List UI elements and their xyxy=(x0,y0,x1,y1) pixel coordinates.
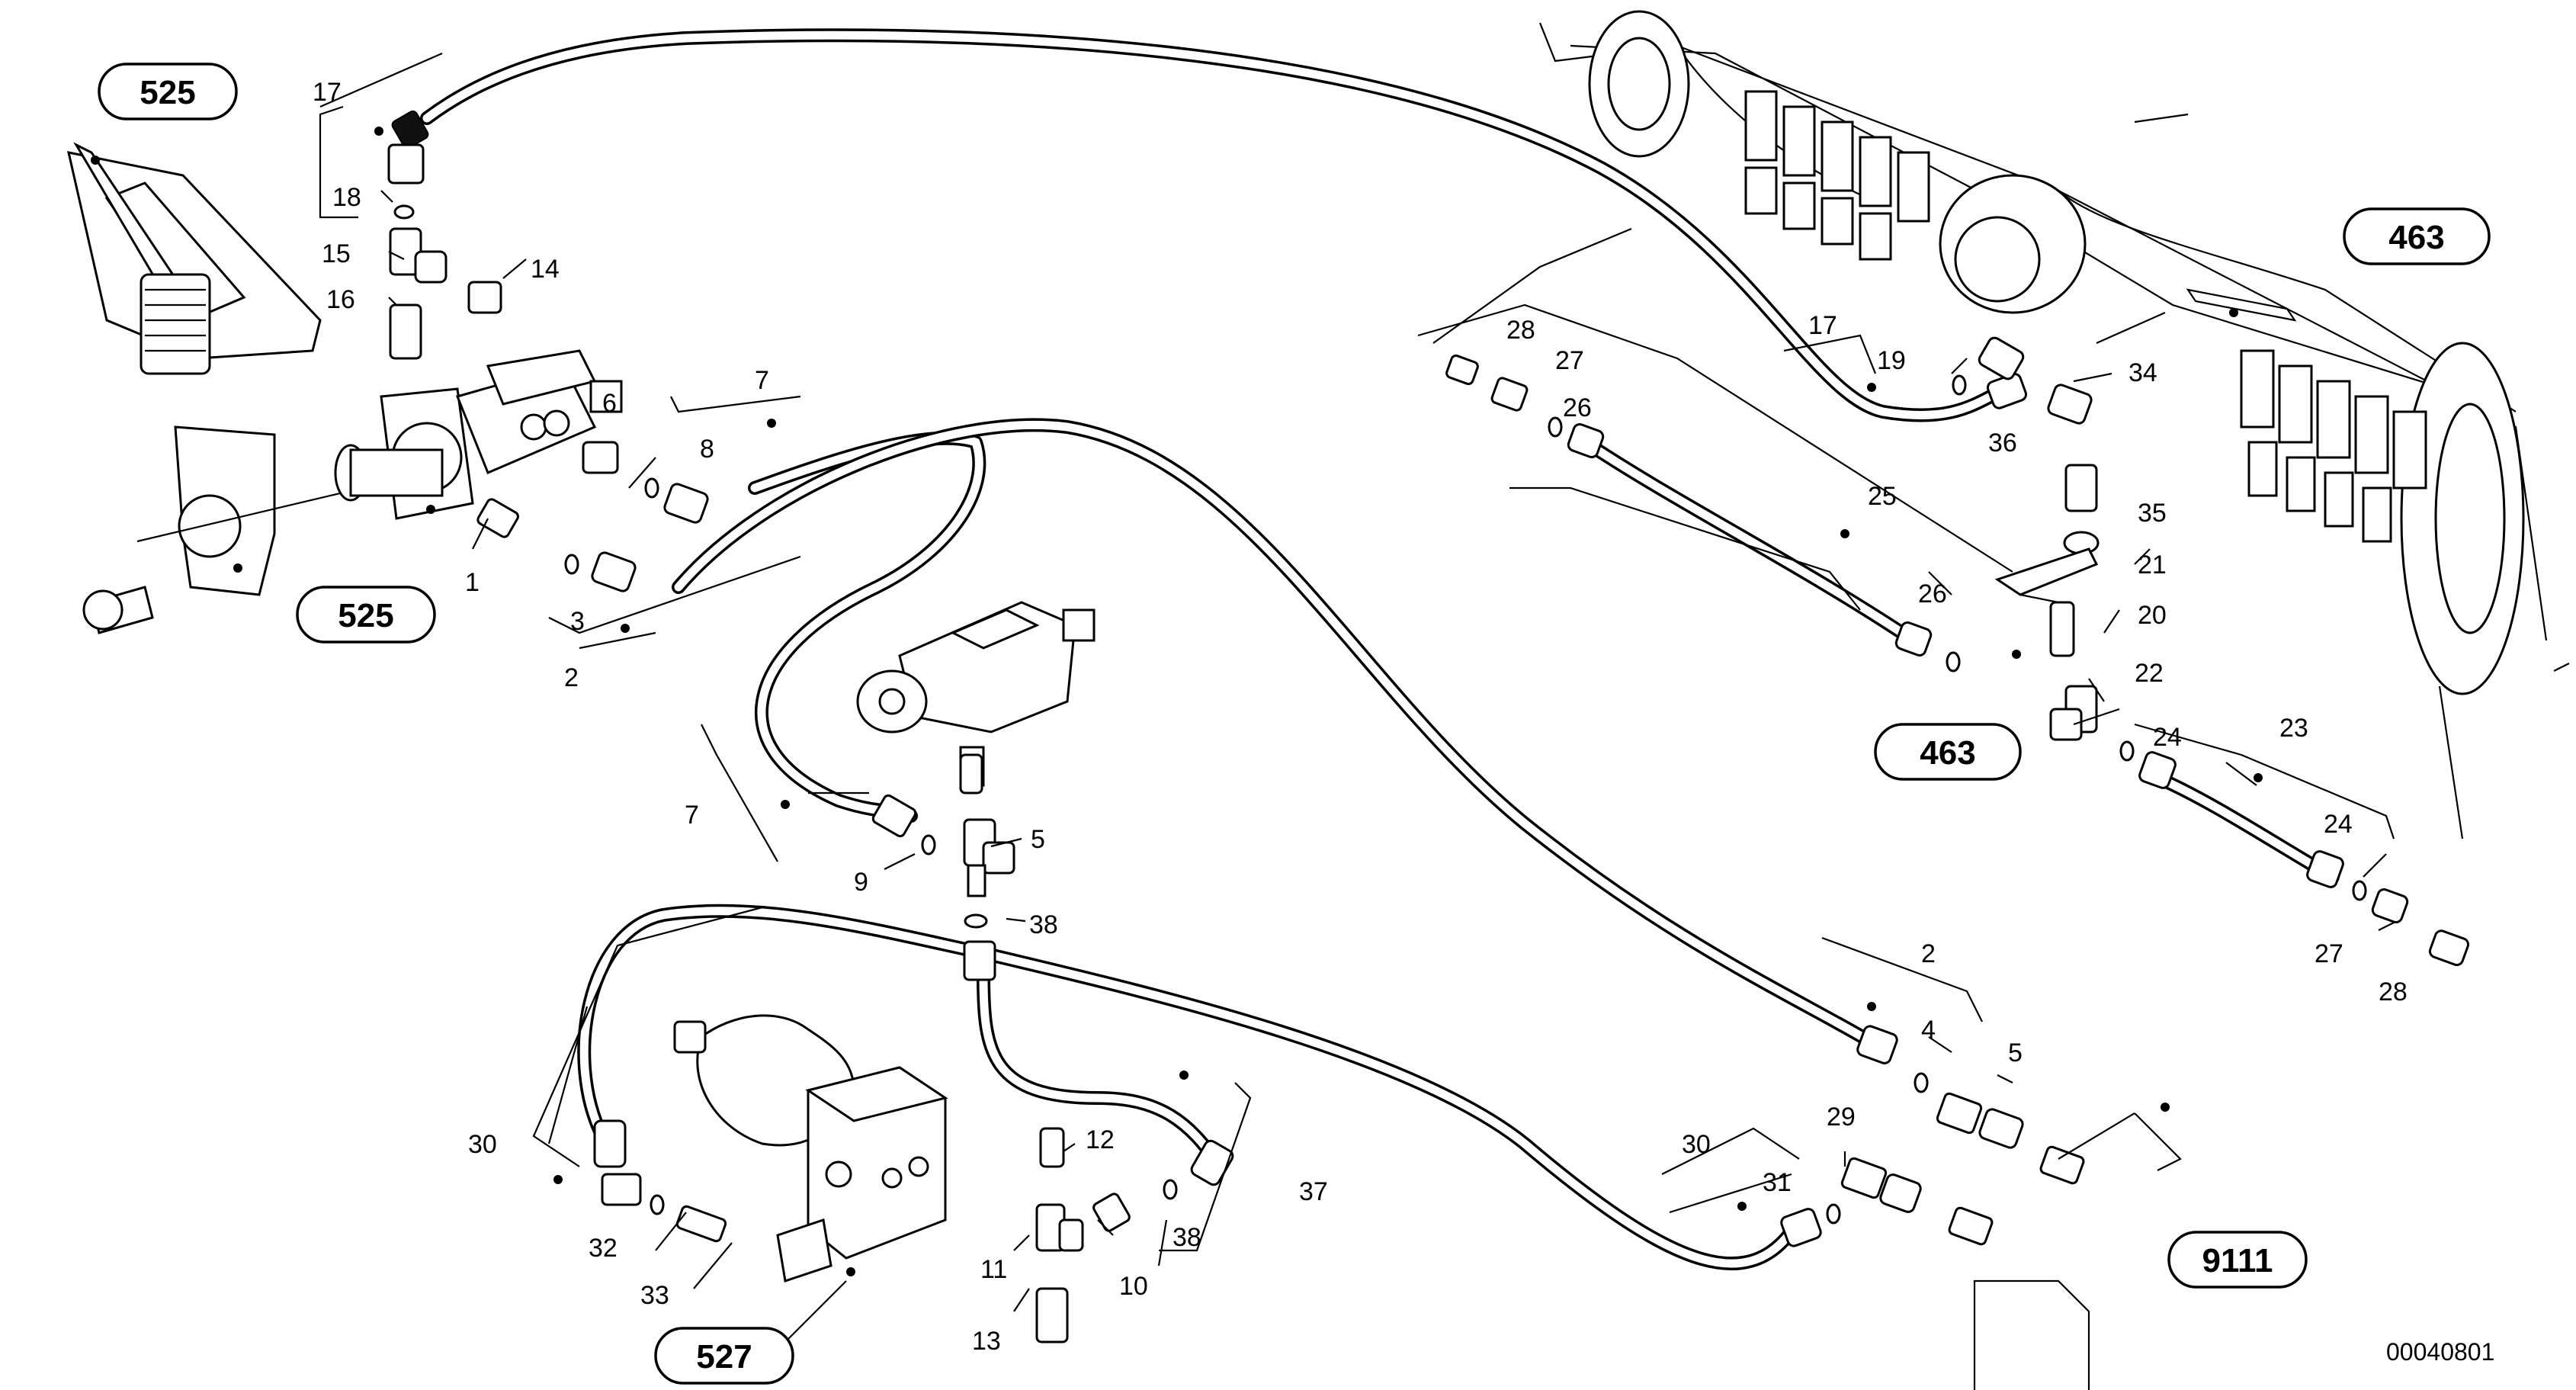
callout-19: 19 xyxy=(1877,346,1906,375)
callout-12: 12 xyxy=(1086,1125,1115,1154)
callout-3: 3 xyxy=(570,607,585,636)
axle-assembly xyxy=(1538,10,2548,695)
ref-label-527: 527 xyxy=(696,1338,752,1376)
callout-29: 29 xyxy=(1827,1103,1856,1132)
ref-oval-527 xyxy=(654,1327,794,1385)
callout-2-left: 2 xyxy=(564,663,579,692)
callout-28-right: 28 xyxy=(2379,977,2408,1006)
callout-26-top: 26 xyxy=(1563,393,1592,422)
callout-1: 1 xyxy=(465,568,480,597)
pressure-switch xyxy=(856,601,1096,787)
ref-label-525-mid: 525 xyxy=(338,597,393,634)
callout-24-left: 24 xyxy=(2153,723,2182,752)
callout-35: 35 xyxy=(2138,499,2167,528)
callout-18: 18 xyxy=(332,183,361,212)
leader-lines xyxy=(319,52,2570,1343)
callout-32: 32 xyxy=(589,1234,618,1263)
callout-15: 15 xyxy=(322,239,351,268)
callout-23: 23 xyxy=(2279,714,2308,743)
callout-14: 14 xyxy=(531,255,560,284)
callout-28-top: 28 xyxy=(1506,316,1535,345)
callout-38-bottom: 38 xyxy=(1173,1223,1201,1252)
callout-10: 10 xyxy=(1119,1272,1148,1301)
reference-ovals: 525 525 463 463 527 9111 xyxy=(98,63,2491,1385)
callout-30-right: 30 xyxy=(1682,1130,1711,1159)
callout-9: 9 xyxy=(854,868,868,897)
callout-11: 11 xyxy=(980,1255,1007,1284)
ref-label-525-top: 525 xyxy=(140,74,195,111)
callout-27-right: 27 xyxy=(2315,939,2343,968)
callout-38-center: 38 xyxy=(1029,910,1058,939)
ref-oval-9111 xyxy=(2167,1231,2308,1289)
callout-24-right: 24 xyxy=(2324,810,2353,839)
callout-34: 34 xyxy=(2128,358,2157,387)
callout-26-right: 26 xyxy=(1918,579,1947,608)
callout-21: 21 xyxy=(2138,551,2167,579)
callout-2-right: 2 xyxy=(1921,939,1936,968)
ref-label-463-top: 463 xyxy=(2388,219,2444,256)
callout-5-right: 5 xyxy=(2008,1038,2023,1067)
ref-label-9111: 9111 xyxy=(2202,1242,2273,1279)
callout-5-center: 5 xyxy=(1031,825,1045,854)
brake-pedal-assembly xyxy=(67,142,428,634)
callout-27-top: 27 xyxy=(1555,346,1584,375)
callout-22: 22 xyxy=(2135,659,2164,688)
callout-33: 33 xyxy=(640,1281,669,1310)
callout-16: 16 xyxy=(326,285,355,314)
ref-oval-463-mid xyxy=(1874,723,2022,781)
callout-17-top: 17 xyxy=(313,78,342,107)
ref-oval-463-top xyxy=(2343,207,2491,265)
callout-4: 4 xyxy=(1921,1016,1936,1045)
callout-7-top: 7 xyxy=(755,366,769,395)
callout-6: 6 xyxy=(602,389,617,418)
master-cylinder xyxy=(334,349,623,520)
connection-dots xyxy=(91,127,2263,1211)
document-id: 00040801 xyxy=(2386,1338,2494,1366)
fittings xyxy=(387,110,2470,1390)
callout-36: 36 xyxy=(1988,429,2017,457)
callout-numbers: 1 2 2 3 4 5 5 6 7 7 8 9 10 11 12 13 14 1… xyxy=(313,78,2408,1356)
callout-13: 13 xyxy=(972,1327,1001,1356)
callout-20: 20 xyxy=(2138,601,2167,630)
ref-label-463-mid: 463 xyxy=(1920,734,1975,772)
callout-25: 25 xyxy=(1868,482,1897,511)
ref-oval-525-mid xyxy=(296,586,436,644)
callout-7-center: 7 xyxy=(685,801,699,830)
accumulator-block xyxy=(673,1014,948,1282)
callout-30-left: 30 xyxy=(468,1130,497,1159)
callout-37: 37 xyxy=(1299,1177,1328,1206)
ref-oval-525-top xyxy=(98,63,238,120)
callout-31: 31 xyxy=(1763,1168,1792,1197)
callout-17-right: 17 xyxy=(1808,311,1837,340)
callout-8: 8 xyxy=(700,435,714,464)
